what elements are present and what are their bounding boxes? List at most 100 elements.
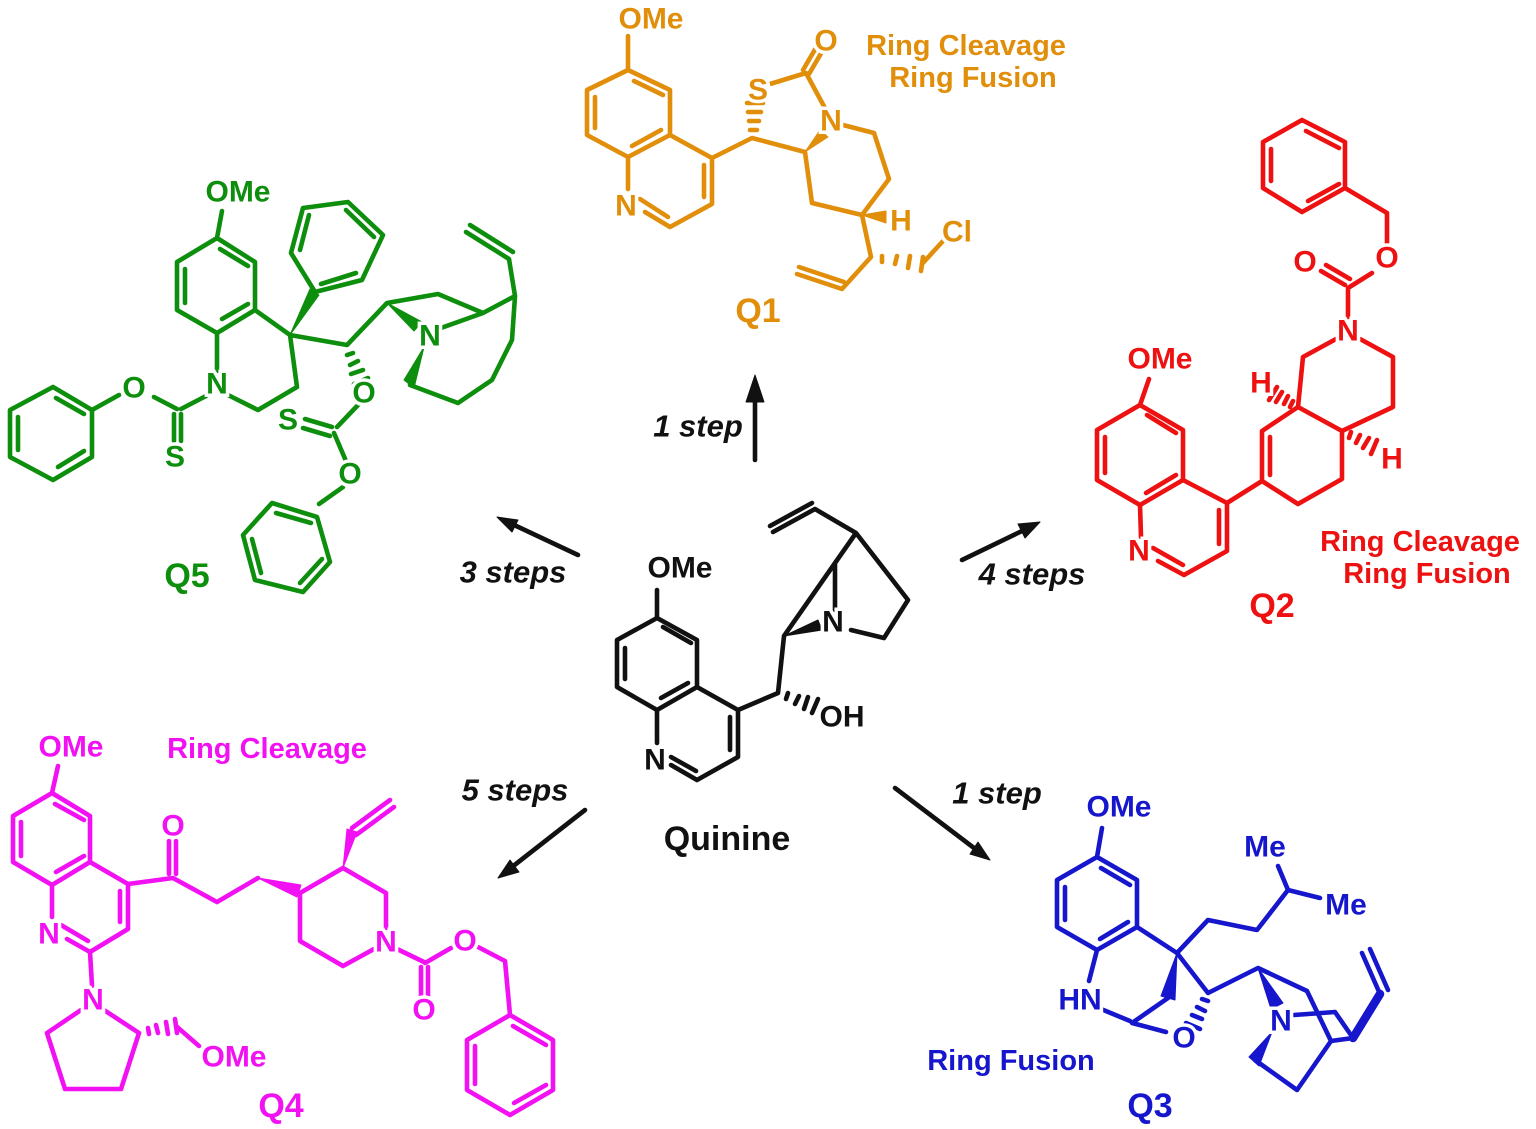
q4-ome-hash-wedge bbox=[145, 1016, 180, 1037]
steps-q5: 3 steps bbox=[460, 555, 567, 590]
quinine-bonds bbox=[614, 506, 911, 783]
q1-o-label: O bbox=[814, 25, 837, 58]
quinine-double-bonds bbox=[622, 500, 815, 774]
q3-o-hash-wedge bbox=[1183, 996, 1211, 1032]
q3-hn-label: HN bbox=[1058, 984, 1101, 1017]
q3-n-label: N bbox=[1270, 1005, 1292, 1038]
quinine-n-wedge-bond bbox=[783, 619, 823, 637]
q3-n-wedge bbox=[1257, 967, 1284, 1010]
arrow-to-q3 bbox=[892, 785, 977, 851]
q4-o-ketone-label: O bbox=[161, 810, 184, 843]
q2-double-bonds bbox=[1102, 128, 1353, 568]
arrow-to-q5 bbox=[509, 521, 581, 558]
q4-annotation-ring-cleavage: Ring Cleavage bbox=[167, 733, 367, 765]
q1-s-hash-wedge bbox=[744, 100, 766, 133]
q2-annotation-ring-cleavage: Ring Cleavage bbox=[1320, 526, 1520, 558]
arrow-to-q4-head bbox=[497, 859, 520, 879]
arrows: 1 step 4 steps 3 steps 5 steps 1 step bbox=[460, 374, 1086, 879]
q5-n-bottom-wedge bbox=[403, 346, 425, 389]
q5-o2-label: O bbox=[352, 377, 375, 410]
q4-vinyl-wedge bbox=[342, 828, 358, 869]
q1-n-label: N bbox=[820, 105, 842, 138]
q5-o1-label: O bbox=[122, 372, 145, 405]
q2-h2-hash-wedge bbox=[1346, 429, 1380, 457]
q5-n-wedge bbox=[386, 302, 423, 332]
q3-bonds bbox=[1054, 825, 1383, 1093]
q2-o-carbonyl-label: O bbox=[1293, 246, 1316, 279]
q2-ome-label: OMe bbox=[1127, 343, 1192, 376]
q1-annotation-ring-cleavage: Ring Cleavage bbox=[866, 30, 1066, 62]
q5-double-bonds bbox=[15, 207, 516, 586]
q1-ring-n-wedge bbox=[804, 129, 829, 153]
q2-bonds bbox=[1094, 117, 1396, 578]
q5-phenyl-wedge bbox=[289, 288, 320, 336]
q5-s2-label: S bbox=[278, 404, 298, 437]
q1-label: Q1 bbox=[735, 292, 780, 330]
q1-pyridine-n-label: N bbox=[615, 190, 637, 223]
q4-molecule: OMe O N N OMe N O O Ring Cleavage Q4 bbox=[10, 727, 556, 1125]
q4-ome-bottom-label: OMe bbox=[201, 1041, 266, 1074]
q4-bonds bbox=[10, 763, 556, 1118]
q3-ring-wedge bbox=[1160, 952, 1178, 1001]
q5-s1-label: S bbox=[165, 441, 185, 474]
q4-n-pyrrolidine-label: N bbox=[82, 984, 104, 1017]
q2-h1-label: H bbox=[1250, 367, 1272, 400]
q1-annotation-ring-fusion: Ring Fusion bbox=[889, 62, 1057, 94]
q1-molecule: OMe O S N N H Cl Ring Cleavage Ring Fusi… bbox=[584, 0, 1066, 330]
q2-annotation-ring-fusion: Ring Fusion bbox=[1343, 558, 1511, 590]
q5-o-hash-wedge bbox=[344, 350, 371, 387]
q3-me2-label: Me bbox=[1325, 889, 1367, 922]
q4-n-quinoline-label: N bbox=[38, 918, 60, 951]
q2-o-ester-label: O bbox=[1375, 242, 1398, 275]
q2-label: Q2 bbox=[1249, 587, 1294, 625]
q5-ome-label: OMe bbox=[205, 176, 270, 209]
arrow-to-q4 bbox=[509, 807, 588, 870]
q2-h1-hash-wedge bbox=[1266, 384, 1296, 410]
q3-molecule: OMe Me Me HN O N Ring Fusion Q3 bbox=[927, 787, 1391, 1125]
q4-double-bonds bbox=[18, 797, 549, 1106]
arrow-to-q2 bbox=[959, 527, 1027, 563]
q4-o-carbonyl-label: O bbox=[412, 994, 435, 1027]
q1-chain-hash-wedge bbox=[879, 253, 926, 274]
q4-ome-top-label: OMe bbox=[38, 731, 103, 764]
arrow-to-q1-head bbox=[745, 374, 765, 403]
q4-chain-wedge bbox=[257, 877, 302, 898]
q4-label: Q4 bbox=[258, 1087, 303, 1125]
q4-o-ester-label: O bbox=[453, 925, 476, 958]
q3-annotation-ring-fusion: Ring Fusion bbox=[927, 1045, 1095, 1077]
steps-q2: 4 steps bbox=[978, 557, 1086, 592]
q2-molecule: OMe O O N N H H Ring Cleavage Ring Fusio… bbox=[1094, 117, 1520, 625]
q3-me1-label: Me bbox=[1244, 831, 1286, 864]
q5-n2-label: N bbox=[419, 320, 441, 353]
steps-q4: 5 steps bbox=[462, 773, 569, 808]
quinine-quinuclidine-n-label: N bbox=[822, 606, 844, 639]
q3-label: Q3 bbox=[1127, 1087, 1172, 1125]
q2-n-label: N bbox=[1337, 315, 1359, 348]
quinine-oh-label: OH bbox=[820, 701, 865, 734]
q1-s-label: S bbox=[748, 74, 768, 107]
quinine-n-label: N bbox=[644, 744, 666, 777]
q5-n1-label: N bbox=[206, 368, 228, 401]
steps-q1: 1 step bbox=[653, 409, 743, 444]
q2-pyridine-n-label: N bbox=[1128, 535, 1150, 568]
q5-molecule: OMe O N S S O O N Q5 bbox=[7, 172, 518, 595]
arrow-to-q2-head bbox=[1017, 521, 1041, 539]
q3-bold-vinyl-bond bbox=[1348, 989, 1385, 1043]
quinine-title: Quinine bbox=[664, 820, 791, 858]
quinine-molecule: OMe N N OH Quinine bbox=[614, 500, 911, 858]
q5-label: Q5 bbox=[164, 557, 209, 595]
q1-double-bonds bbox=[592, 43, 847, 285]
arrow-to-q3-head bbox=[969, 841, 991, 861]
q1-ome-label: OMe bbox=[618, 3, 683, 36]
q1-cl-label: Cl bbox=[942, 216, 972, 249]
q3-o-label: O bbox=[1172, 1022, 1195, 1055]
steps-q3: 1 step bbox=[952, 776, 1042, 811]
q3-ome-label: OMe bbox=[1086, 791, 1151, 824]
q5-bonds bbox=[7, 199, 518, 595]
q2-h2-label: H bbox=[1381, 443, 1403, 476]
q3-n-bottom-wedge bbox=[1248, 1031, 1273, 1067]
q1-h-wedge bbox=[861, 210, 887, 224]
q4-n-piperidine-label: N bbox=[375, 926, 397, 959]
